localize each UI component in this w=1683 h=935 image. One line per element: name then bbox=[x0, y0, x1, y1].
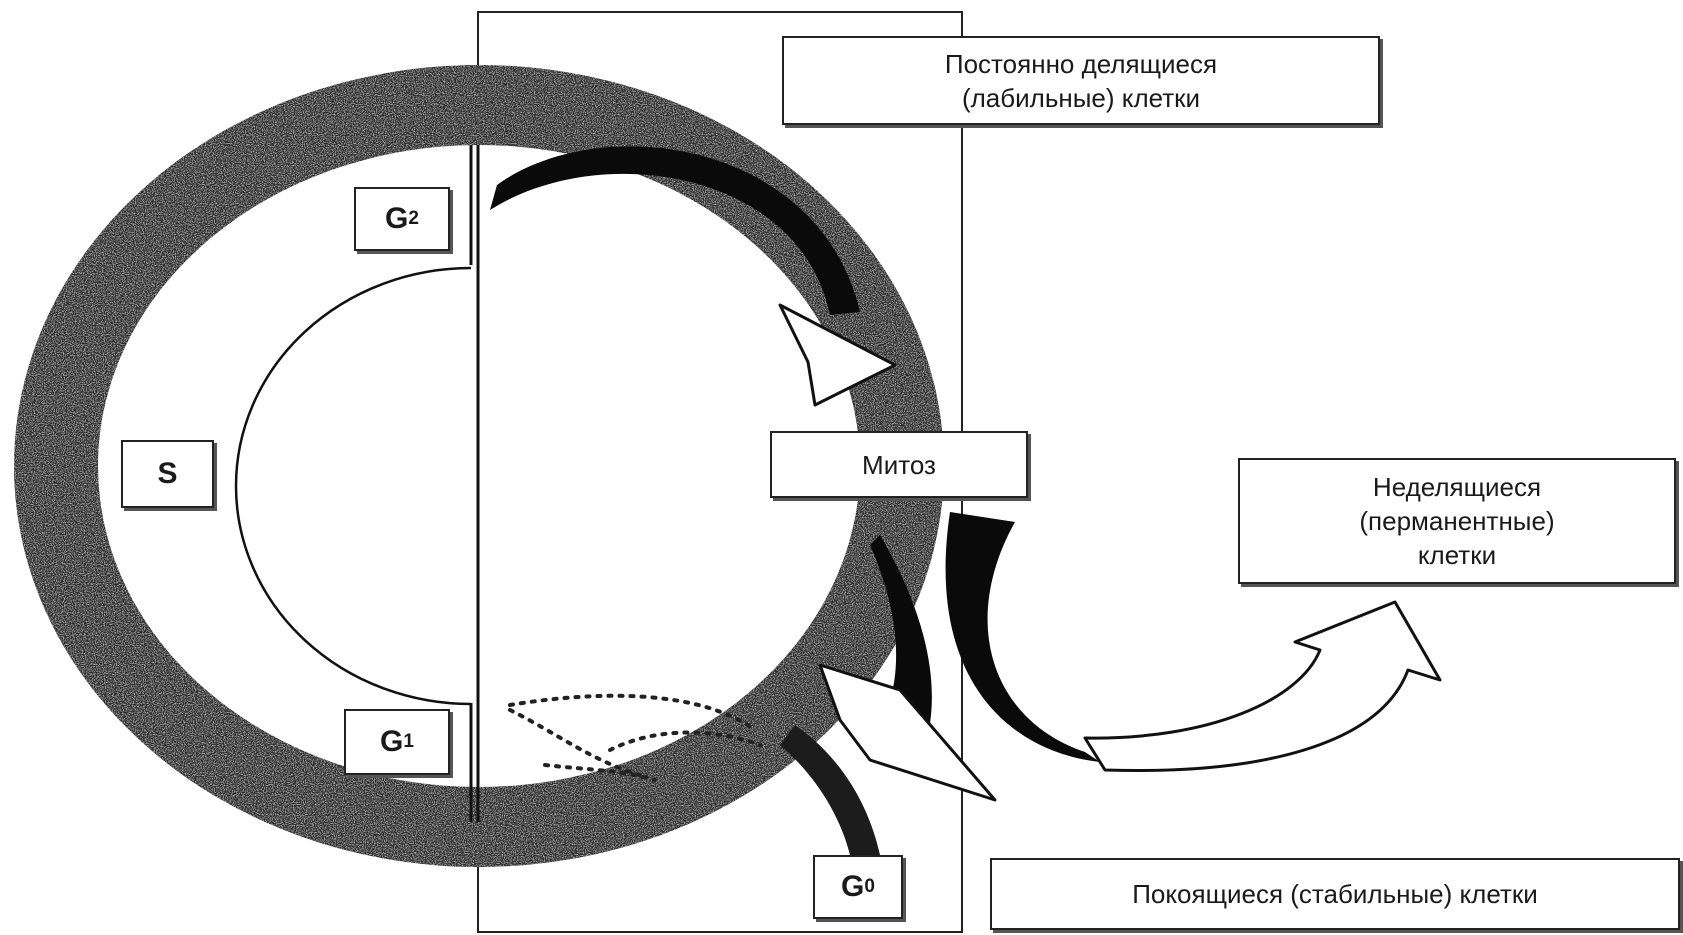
labile-cells-box: Постоянно делящиеся (лабильные) клетки bbox=[782, 36, 1380, 125]
s-phase-label: S bbox=[157, 457, 178, 490]
s-phase-box: S bbox=[121, 440, 214, 508]
stable-thin-arrow bbox=[870, 535, 985, 790]
g1-subscript: 1 bbox=[403, 731, 414, 752]
g0-dotted-paths bbox=[508, 693, 762, 782]
g0-subscript: 0 bbox=[864, 876, 875, 897]
permanent-white-arrow bbox=[1083, 600, 1442, 772]
labile-white-arrowhead bbox=[778, 303, 897, 407]
s-phase-arc bbox=[234, 266, 472, 706]
g0-dark-arrow bbox=[780, 725, 880, 855]
mitosis-box: Митоз bbox=[770, 431, 1028, 498]
g2-letter: G bbox=[385, 202, 409, 235]
permanent-black-arrow bbox=[945, 512, 1100, 762]
labile-label-line-1: Постоянно делящиеся bbox=[944, 48, 1218, 79]
permanent-label-line-2: (перманентные) bbox=[1359, 506, 1555, 536]
stable-white-arrowhead bbox=[818, 663, 997, 802]
g1-letter: G bbox=[380, 725, 404, 758]
g2-subscript: 2 bbox=[408, 208, 419, 229]
labile-label-line-2: (лабильные) клетки bbox=[961, 82, 1201, 113]
labile-black-arrow bbox=[490, 146, 860, 315]
g0-letter: G bbox=[841, 870, 865, 903]
mitosis-label: Митоз bbox=[862, 449, 936, 480]
stable-label: Покоящиеся (стабильные) клетки bbox=[1132, 879, 1538, 909]
stable-cells-box: Покоящиеся (стабильные) клетки bbox=[990, 858, 1680, 930]
permanent-label-line-3: клетки bbox=[1417, 540, 1497, 570]
permanent-cells-box: Неделящиеся (перманентные) клетки bbox=[1238, 458, 1676, 584]
permanent-label-line-1: Неделящиеся bbox=[1372, 472, 1542, 502]
